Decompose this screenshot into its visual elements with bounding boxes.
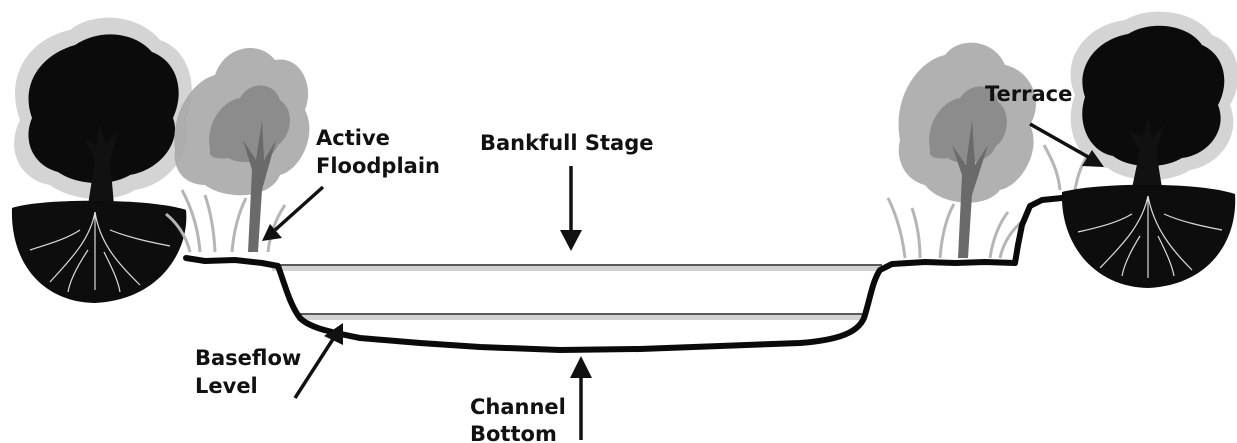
active-floodplain-label: Active — [316, 126, 390, 150]
left-root-ball — [11, 200, 187, 303]
bankfull-water-line — [272, 264, 882, 271]
terrace-arrow — [1029, 122, 1104, 167]
active-floodplain-label-line2: Floodplain — [316, 154, 440, 178]
right-tree — [1061, 11, 1237, 288]
channel-bottom-label: Channel — [470, 395, 566, 419]
bankfull-stage-label: Bankfull Stage — [480, 131, 654, 155]
baseflow-level-arrow — [293, 323, 343, 399]
active-floodplain-arrow — [262, 185, 325, 241]
left-tree-trunk — [85, 125, 118, 205]
baseflow-water-line — [300, 313, 862, 320]
right-tree-trunk — [1128, 118, 1165, 188]
bankfull-stage-arrow — [560, 166, 582, 251]
left-tree-crown — [28, 34, 179, 184]
right-tree-crown — [1082, 25, 1225, 167]
channel-bottom-arrow — [570, 356, 592, 440]
baseflow-level-label: Baseflow — [195, 346, 301, 370]
terrace-label: Terrace — [985, 82, 1072, 106]
channel-bottom-label-line2: Bottom — [470, 422, 557, 443]
arrows — [262, 122, 1104, 440]
left-tree — [11, 17, 192, 303]
right-shrub — [886, 42, 1092, 259]
left-shrub — [165, 48, 310, 253]
baseflow-level-label-line2: Level — [195, 374, 258, 398]
ground-profile — [183, 195, 1065, 353]
